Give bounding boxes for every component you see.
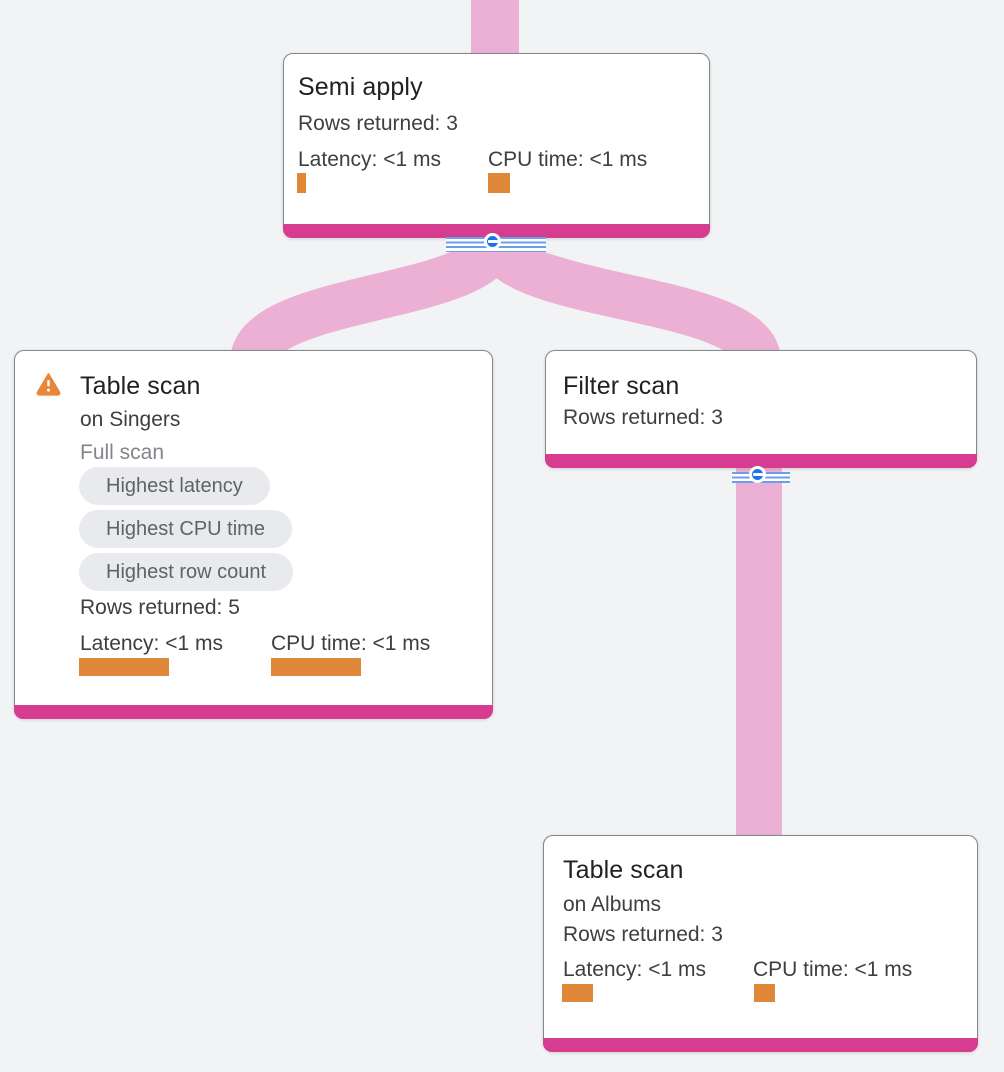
chip-highest-row-count: Highest row count	[79, 553, 294, 591]
plan-node-table-scan-albums[interactable]: Table scan on Albums Rows returned: 3 La…	[543, 835, 978, 1052]
node-subtitle: on Albums	[563, 893, 662, 916]
collapse-button[interactable]	[484, 233, 501, 250]
latency-label: Latency: <1 ms	[298, 148, 441, 171]
cpu-time-bar	[271, 658, 361, 676]
node-title: Table scan	[563, 856, 684, 884]
collapse-control-semi-apply	[446, 230, 546, 260]
latency-label: Latency: <1 ms	[80, 632, 223, 655]
latency-bar	[562, 984, 593, 1002]
scan-type: Full scan	[80, 441, 165, 464]
plan-node-semi-apply[interactable]: Semi apply Rows returned: 3 Latency: <1 …	[283, 53, 710, 238]
collapse-control-filter-scan	[732, 464, 790, 492]
cpu-time-label: CPU time: <1 ms	[753, 958, 913, 981]
node-accent-bar	[14, 705, 493, 719]
node-title: Table scan	[80, 372, 201, 400]
latency-bar	[79, 658, 169, 676]
node-accent-bar	[543, 1038, 978, 1052]
latency-bar	[297, 173, 306, 193]
node-title: Semi apply	[298, 73, 423, 101]
plan-node-filter-scan[interactable]: Filter scan Rows returned: 3	[545, 350, 977, 468]
minus-icon	[487, 240, 498, 243]
cpu-time-bar	[488, 173, 510, 193]
node-accent-bar	[545, 454, 977, 468]
chip-highest-cpu-time: Highest CPU time	[79, 510, 292, 548]
cpu-time-label: CPU time: <1 ms	[271, 632, 431, 655]
plan-node-table-scan-singers[interactable]: Table scan on Singers Full scan Highest …	[14, 350, 493, 719]
node-subtitle: on Singers	[80, 408, 181, 431]
cpu-time-bar	[754, 984, 775, 1002]
cpu-time-label: CPU time: <1 ms	[488, 148, 648, 171]
minus-icon	[752, 473, 763, 476]
warning-icon	[36, 373, 61, 396]
rows-returned: Rows returned: 3	[563, 923, 723, 946]
chip-highest-latency: Highest latency	[79, 467, 270, 505]
node-accent-bar	[283, 224, 710, 238]
collapse-button[interactable]	[749, 466, 766, 483]
latency-label: Latency: <1 ms	[563, 958, 706, 981]
edge-semi-apply-to-filter-scan	[473, 231, 782, 366]
rows-returned: Rows returned: 5	[80, 596, 240, 619]
rows-returned: Rows returned: 3	[298, 112, 458, 135]
node-title: Filter scan	[563, 372, 680, 400]
rows-returned: Rows returned: 3	[563, 406, 723, 429]
